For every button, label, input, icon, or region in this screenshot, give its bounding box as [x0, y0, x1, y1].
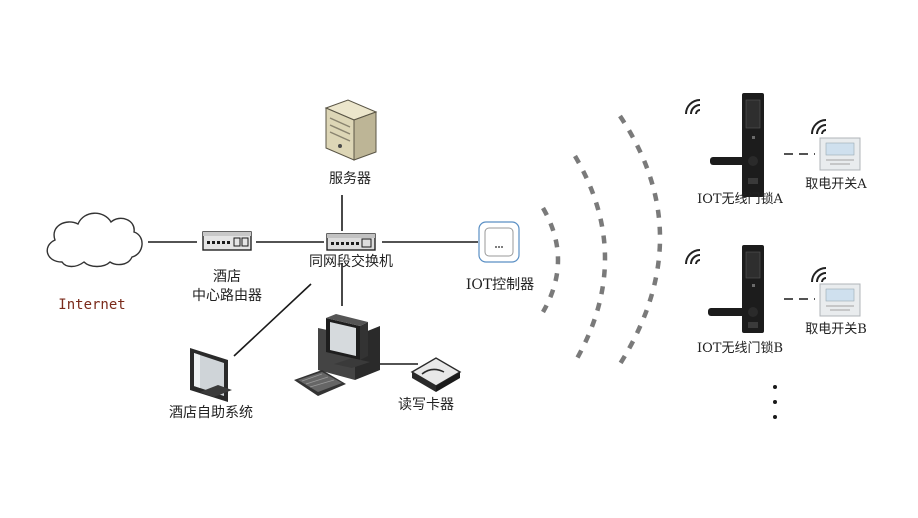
door-lock-a-icon: [710, 93, 764, 197]
wifi-icon-lock-a: [685, 99, 701, 115]
switch-label: 同网段交换机: [309, 253, 393, 270]
server-label: 服务器: [329, 171, 371, 187]
router-label-line2: 中心路由器: [192, 288, 262, 304]
switch-b-label: 取电开关B: [805, 322, 867, 337]
wifi-icon-lock-b: [685, 249, 701, 265]
router-icon: [202, 231, 252, 251]
power-switch-a-icon: [819, 137, 861, 171]
iot-controller-label: IOT控制器: [466, 277, 534, 293]
power-switch-b-icon: [819, 283, 861, 317]
internet-label: Internet: [58, 297, 125, 313]
connection-lines: [148, 153, 815, 365]
wifi-icon-switch-a: [811, 119, 827, 135]
more-devices-ellipsis-icon: [773, 385, 777, 419]
lock-a-label: IOT无线门锁A: [697, 191, 783, 207]
card-reader-label: 读写卡器: [398, 396, 454, 413]
card-reader-icon: [410, 357, 462, 392]
kiosk-monitor-icon: [190, 348, 232, 402]
door-lock-b-icon: [708, 245, 764, 333]
self-service-label: 酒店自助系统: [169, 405, 253, 421]
switch-icon: [326, 233, 376, 251]
internet-cloud-icon: [46, 212, 143, 268]
router-label-line1: 酒店: [213, 269, 241, 285]
wireless-waves-icon: [541, 114, 663, 366]
desktop-pc-icon: [294, 314, 380, 396]
lock-b-label: IOT无线门锁B: [697, 340, 783, 356]
server-icon: [324, 99, 378, 161]
link-switch-kiosk: [233, 283, 312, 357]
switch-a-label: 取电开关A: [805, 177, 867, 192]
wifi-icon-switch-b: [811, 267, 827, 283]
iot-controller-icon: [478, 221, 520, 263]
